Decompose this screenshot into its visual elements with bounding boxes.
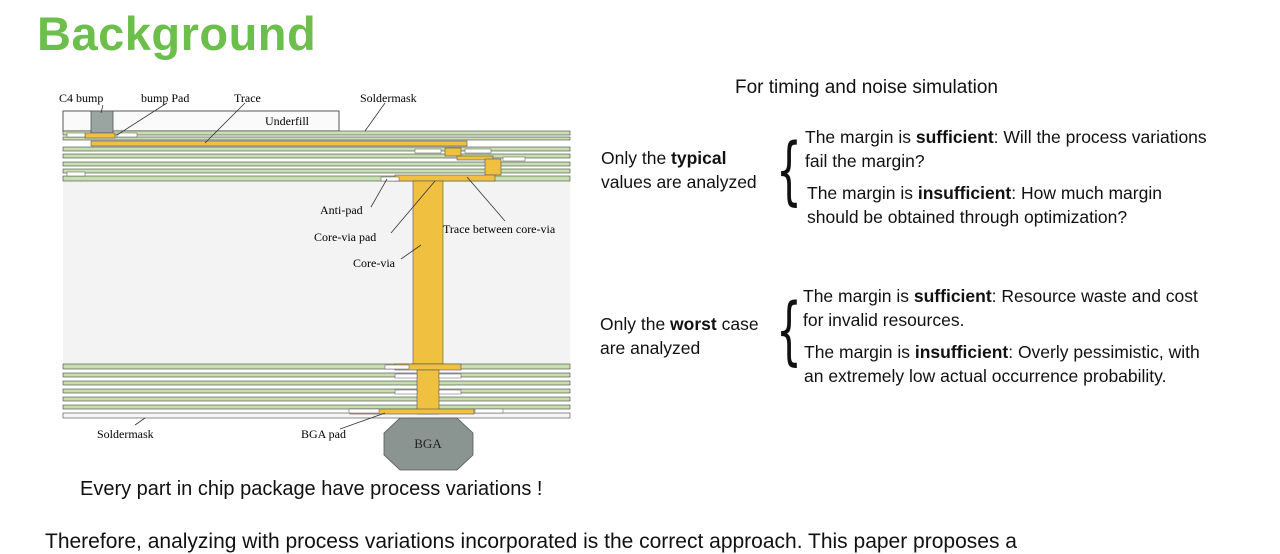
typical-case-sufficient: The margin is sufficient: Will the proce… [805, 127, 1207, 171]
bga-label: BGA [414, 436, 442, 451]
worst-case-insufficient: The margin is insufficient: Overly pessi… [804, 342, 1200, 386]
worst-label: Only the worst case are analyzed [600, 314, 759, 358]
core-via-label: Core-via [353, 256, 396, 270]
top-buildup-layers [62, 130, 571, 182]
worst-case-sufficient: The margin is sufficient: Resource waste… [803, 286, 1198, 330]
core-via [412, 180, 444, 365]
bump-pad [84, 132, 116, 139]
c4-bump [90, 110, 114, 134]
core-via-pad-label: Core-via pad [314, 230, 376, 244]
trace-between-core-via-label: Trace between core-via [443, 222, 556, 236]
typical-brace: { [776, 128, 802, 214]
bga-pad-label: BGA pad [301, 427, 346, 441]
anti-pad [380, 176, 400, 182]
leader-lines [100, 102, 506, 430]
soldermask-bottom-label: Soldermask [97, 427, 154, 441]
package-cross-section-diagram: Underfill BG [59, 91, 571, 471]
top-trace [90, 140, 468, 147]
diagram-caption: Every part in chip package have process … [80, 478, 543, 500]
trace-label: Trace [234, 91, 261, 105]
bga-ball [383, 417, 474, 471]
c4-bump-label: C4 bump [59, 91, 103, 105]
conclusion-text: Therefore, analyzing with process variat… [45, 530, 1017, 553]
worst-brace: { [776, 288, 802, 374]
core-region [63, 181, 570, 364]
typical-case-insufficient: The margin is insufficient: How much mar… [807, 183, 1162, 227]
typical-label: Only the typical values are analyzed [601, 148, 757, 192]
underfill-label: Underfill [265, 114, 310, 128]
soldermask-top-label: Soldermask [360, 91, 417, 105]
bottom-buildup-layers [62, 363, 571, 419]
anti-pad-label: Anti-pad [320, 203, 363, 217]
core-via-pad-top [394, 174, 496, 182]
simulation-heading: For timing and noise simulation [735, 77, 998, 98]
page-title: Background [37, 7, 317, 60]
bump-pad-label: bump Pad [141, 91, 189, 105]
